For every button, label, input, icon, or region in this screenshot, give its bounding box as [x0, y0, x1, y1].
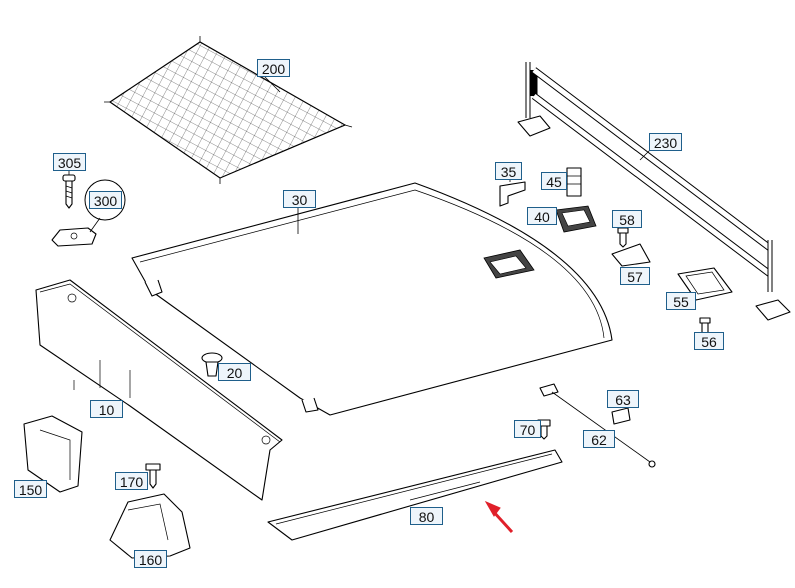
callout-57: 57	[620, 267, 650, 285]
callout-80: 80	[410, 507, 443, 525]
callout-40: 40	[527, 207, 557, 225]
screw-170-icon	[145, 463, 161, 489]
hook-300-icon	[51, 179, 126, 247]
callout-160: 160	[134, 550, 167, 568]
callout-70: 70	[514, 420, 541, 438]
partition-rail-icon	[517, 62, 791, 321]
callout-58: 58	[612, 210, 642, 228]
callout-10: 10	[90, 400, 123, 418]
red-arrow-icon	[484, 500, 514, 534]
clip-20-icon	[201, 352, 223, 377]
callout-305: 305	[53, 153, 86, 171]
callout-63: 63	[607, 390, 639, 408]
handle-40-icon	[555, 205, 597, 233]
callout-62: 62	[583, 430, 615, 448]
rail-80-icon	[267, 449, 563, 541]
callout-20: 20	[218, 363, 251, 381]
callout-55: 55	[666, 292, 696, 310]
callout-30: 30	[283, 190, 316, 208]
screw-58-icon	[617, 227, 629, 248]
bracket-35-icon	[499, 178, 526, 207]
callout-230: 230	[649, 133, 682, 151]
cargo-net-icon	[104, 36, 353, 184]
callout-45: 45	[541, 172, 567, 190]
callout-35: 35	[495, 162, 522, 180]
callout-150: 150	[14, 480, 47, 498]
callout-300: 300	[89, 191, 122, 209]
callout-170: 170	[115, 472, 148, 490]
latch-57-icon	[611, 243, 651, 267]
side-panel-icon	[35, 279, 283, 501]
clip-63-icon	[611, 407, 631, 425]
callout-200: 200	[257, 59, 290, 77]
cable-62-icon	[539, 383, 656, 468]
clip-45-icon	[566, 167, 582, 197]
load-floor-cover-icon	[131, 182, 613, 416]
screw-305-icon	[62, 168, 76, 209]
bracket-160-icon	[109, 493, 191, 559]
bracket-150-icon	[23, 415, 83, 493]
callout-56: 56	[694, 332, 724, 350]
